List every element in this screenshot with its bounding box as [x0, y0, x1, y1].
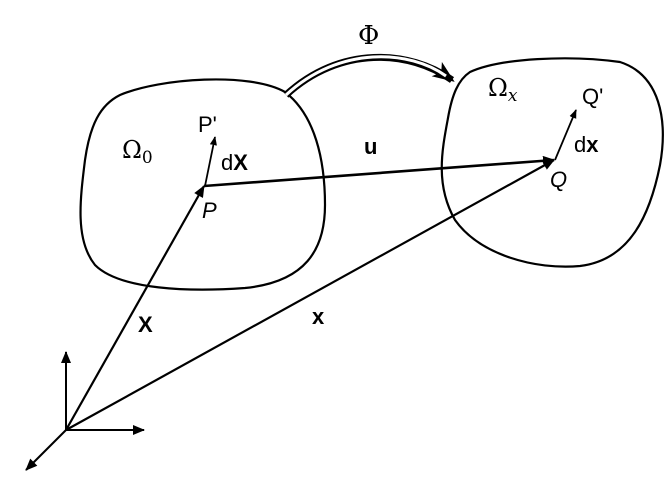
reference-region-subscript: 0: [142, 148, 153, 168]
material-line-element: [204, 136, 217, 187]
point-p-prime-label: P': [198, 112, 217, 137]
current-region-boundary: [440, 57, 664, 268]
current-region-subscript: x: [508, 86, 518, 106]
material-position-label: X: [138, 312, 153, 337]
material-element-symbol: X: [233, 150, 248, 175]
displacement-vector: [203, 155, 555, 188]
point-q-prime-label: Q': [582, 84, 603, 109]
spatial-line-element: [554, 109, 577, 161]
reference-region-label: Ω0: [122, 136, 153, 168]
spatial-position-vector: [65, 159, 555, 431]
mapping-arrow-inner: [284, 55, 447, 97]
current-region-symbol: Ω: [488, 74, 508, 102]
axis-diagonal: [25, 429, 67, 471]
mapping-label: Φ: [358, 21, 379, 51]
reference-region-symbol: Ω: [122, 136, 142, 164]
spatial-position-label: x: [312, 304, 325, 329]
reference-region-boundary: [79, 78, 327, 291]
material-position-vector: [65, 185, 205, 431]
spatial-line-element-label: dx: [574, 132, 599, 157]
spatial-element-symbol: x: [586, 132, 599, 157]
displacement-label: u: [364, 134, 377, 159]
material-line-element-label: dX: [221, 150, 248, 175]
point-q-label: Q: [550, 167, 567, 192]
spatial-element-prefix: d: [574, 132, 586, 157]
current-region-label: Ωx: [488, 74, 518, 106]
material-element-prefix: d: [221, 150, 233, 175]
point-p-label: P: [202, 198, 217, 223]
